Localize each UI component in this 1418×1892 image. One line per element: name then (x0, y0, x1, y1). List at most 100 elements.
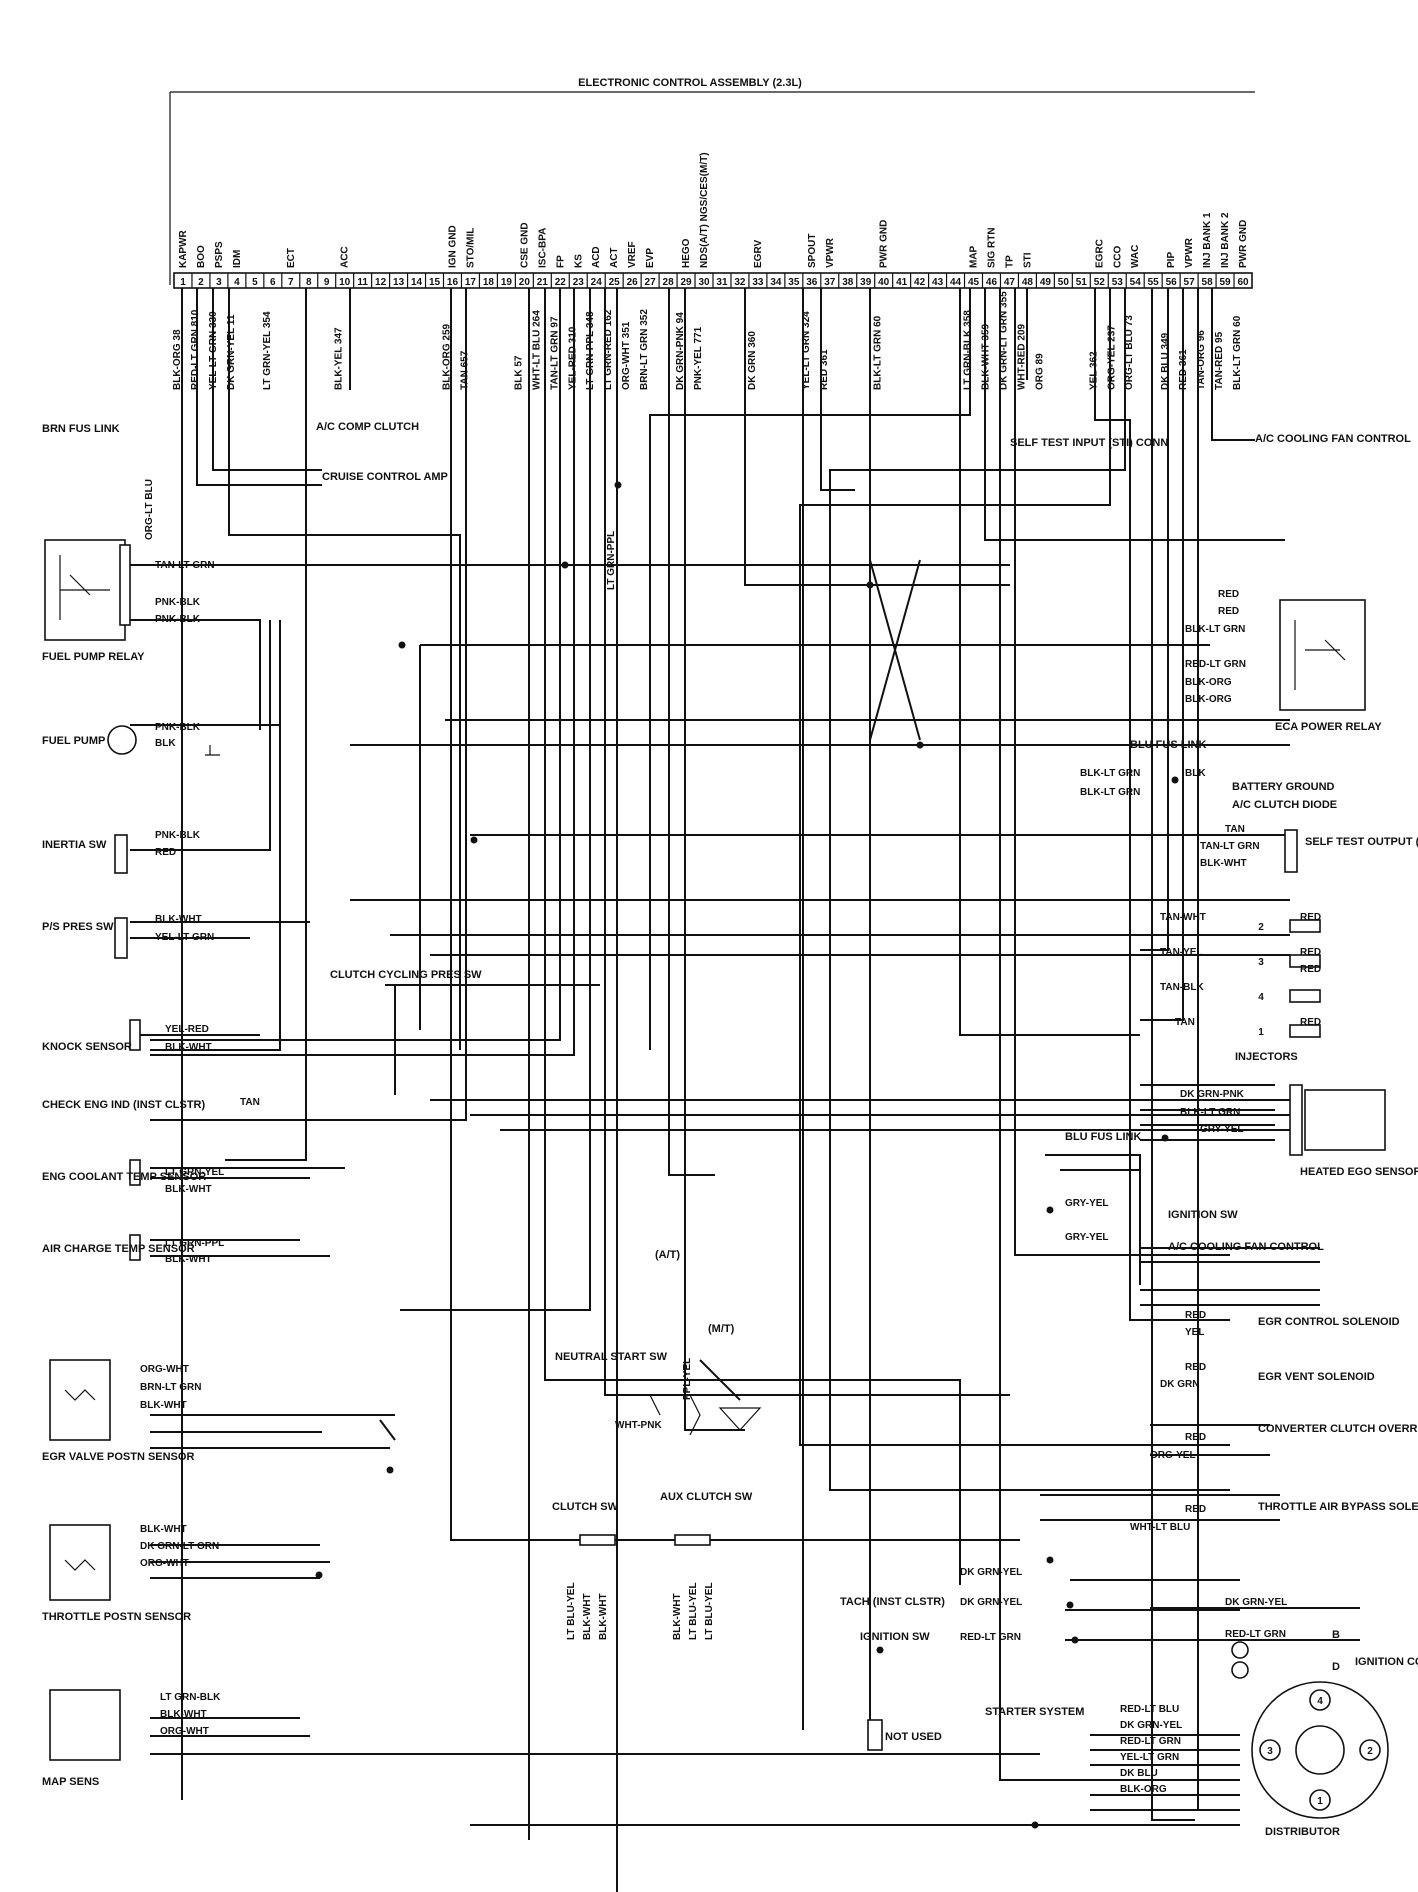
battery-ground-label: BATTERY GROUND (1232, 781, 1335, 793)
injectors-label: INJECTORS (1235, 1051, 1298, 1063)
distributor-terminal: 3 (1267, 1746, 1273, 1757)
clutch-switch-body (579, 1534, 616, 1546)
pin-number: 4 (234, 277, 240, 288)
pin-function: ACC (340, 246, 351, 268)
wire-label: BLK-WHT (672, 1593, 683, 1640)
wire-label: BLK-WHT (598, 1593, 609, 1640)
pin-wire-label: BLK-LT GRN 60 (873, 315, 884, 390)
ac-comp-clutch-label: A/C COMP CLUTCH (316, 421, 419, 433)
pin-wire-label: WHT-RED 209 (1016, 323, 1027, 390)
wire-label: TAN (1175, 1017, 1195, 1028)
wire-label: PNK-BLK (155, 614, 201, 625)
components (44, 539, 1389, 1819)
wire-label: DK GRN-YEL (1225, 1597, 1287, 1608)
fuel-pump-label: FUEL PUMP (42, 735, 105, 747)
pin-wire-label: ORG-YEL 237 (1106, 325, 1117, 390)
wire-label: TAN (240, 1097, 260, 1108)
pin-wire-label: ORG 89 (1034, 353, 1045, 390)
pin-number: 33 (752, 277, 764, 288)
wire-label: BLK-WHT (582, 1593, 593, 1640)
wire-label: BLK-WHT (140, 1524, 187, 1535)
eca-power-relay-box (1279, 599, 1366, 711)
aux-clutch-switch-body (674, 1534, 711, 1546)
distributor-label: DISTRIBUTOR (1265, 1826, 1340, 1838)
wire-label: YEL-LT GRN (1120, 1752, 1179, 1763)
blu-fus-link-relay-label: BLU FUS LINK (1130, 739, 1206, 751)
wire-label: RED (1300, 964, 1321, 975)
wire-label: RED (1185, 1432, 1206, 1443)
fuel-pump-relay-label: FUEL PUMP RELAY (42, 651, 145, 663)
pin-number: 6 (270, 277, 276, 288)
pin-number: 53 (1112, 277, 1124, 288)
map-sens-label: MAP SENS (42, 1776, 99, 1788)
egr-valve-sensor-box (49, 1359, 111, 1441)
wire-label: BLK-LT GRN (1180, 1107, 1240, 1118)
wire-label: LT GRN-BLK (160, 1692, 221, 1703)
wire-label: BLK-WHT (165, 1184, 212, 1195)
ac-clutch-diode-label: A/C CLUTCH DIODE (1232, 799, 1337, 811)
wire-label: RED (1300, 912, 1321, 923)
pin-number: 5 (252, 277, 258, 288)
pin-number: 48 (1022, 277, 1034, 288)
wire-label: GRY-YEL (1200, 1124, 1244, 1135)
wire-label: RED (1185, 1504, 1206, 1515)
eca-outline (169, 91, 1255, 285)
wire-label: ORG-LT BLU (144, 479, 155, 540)
wire-label: YEL (1185, 1327, 1204, 1338)
wire-label: BLK-WHT (1200, 858, 1247, 869)
wire-label: RED (155, 847, 176, 858)
pin-function: CSE GND (519, 222, 530, 268)
pin-function: VPWR (1184, 237, 1195, 268)
page-title: ELECTRONIC CONTROL ASSEMBLY (2.3L) (578, 77, 802, 89)
pin-function: SIG RTN (986, 227, 997, 268)
wire-label: GRY-YEL (1065, 1232, 1109, 1243)
pin-wire-label: LT GRN-RED 162 (603, 309, 614, 390)
wire-label: DK GRN-YEL (1120, 1720, 1182, 1731)
neutral-start-label: NEUTRAL START SW (555, 1351, 668, 1363)
wire-label: PPL-YEL (682, 1358, 693, 1400)
pin-wire-label: BRN-LT GRN 352 (639, 309, 650, 390)
wire-label: LT BLU-YEL (704, 1582, 715, 1640)
wire-label: BLK (155, 738, 176, 749)
pin-function: EVP (645, 248, 656, 268)
pin-function: NDS(A/T) NGS/CES(M/T) (699, 152, 710, 268)
right-labels: SELF TEST INPUT (STI) CONN A/C COOLING F… (552, 433, 1418, 1838)
pin-function: ECT (286, 248, 297, 268)
pin-number: 3 (216, 277, 222, 288)
wire-label: DK GRN-YEL (960, 1597, 1022, 1608)
wire-label: PNK-BLK (155, 722, 201, 733)
egr-vent-label: EGR VENT SOLENOID (1258, 1371, 1375, 1383)
injector-number: 3 (1258, 957, 1264, 968)
pin-number: 50 (1058, 277, 1070, 288)
pin-wire-label: TAN-LT GRN 97 (549, 316, 560, 390)
pin-function: TP (1004, 255, 1015, 268)
pin-function: EGRC (1094, 239, 1105, 268)
wire-label: WHT-LT BLU (1130, 1522, 1190, 1533)
pin-function: IGN GND (447, 225, 458, 268)
wire-label: BLK-ORG (1185, 694, 1232, 705)
pin-number: 56 (1166, 277, 1178, 288)
pin-wire-label: DK GRN 360 (747, 331, 758, 390)
pin-number: 52 (1094, 277, 1106, 288)
distributor-terminal: 2 (1367, 1746, 1373, 1757)
pin-number: 39 (860, 277, 872, 288)
pin-wire-label: LT GRN-BLK 358 (963, 310, 974, 390)
pin-function: VPWR (825, 237, 836, 268)
pin-function: PSPS (214, 241, 225, 268)
wire-label: LT BLU-YEL (688, 1582, 699, 1640)
pin-wire-label: YEL-LT GRN 324 (801, 311, 812, 390)
wire-label: RED (1218, 606, 1239, 617)
wire-label: BLK-ORG (1120, 1784, 1167, 1795)
wire-label: RED (1300, 947, 1321, 958)
eca-power-relay-label: ECA POWER RELAY (1275, 721, 1382, 733)
map-sensor-box (49, 1689, 121, 1761)
pin-number: 1 (180, 277, 186, 288)
pin-wire-label: RED 361 (819, 349, 830, 390)
pin-wire-label: ORG-WHT 351 (621, 321, 632, 390)
pin-number: 18 (483, 277, 495, 288)
wire-label: PNK-BLK (155, 830, 201, 841)
pin-function: ISC-BPA (537, 228, 548, 268)
coil-d-label: D (1332, 1661, 1340, 1673)
wire-label: BLK-ORG (1185, 677, 1232, 688)
